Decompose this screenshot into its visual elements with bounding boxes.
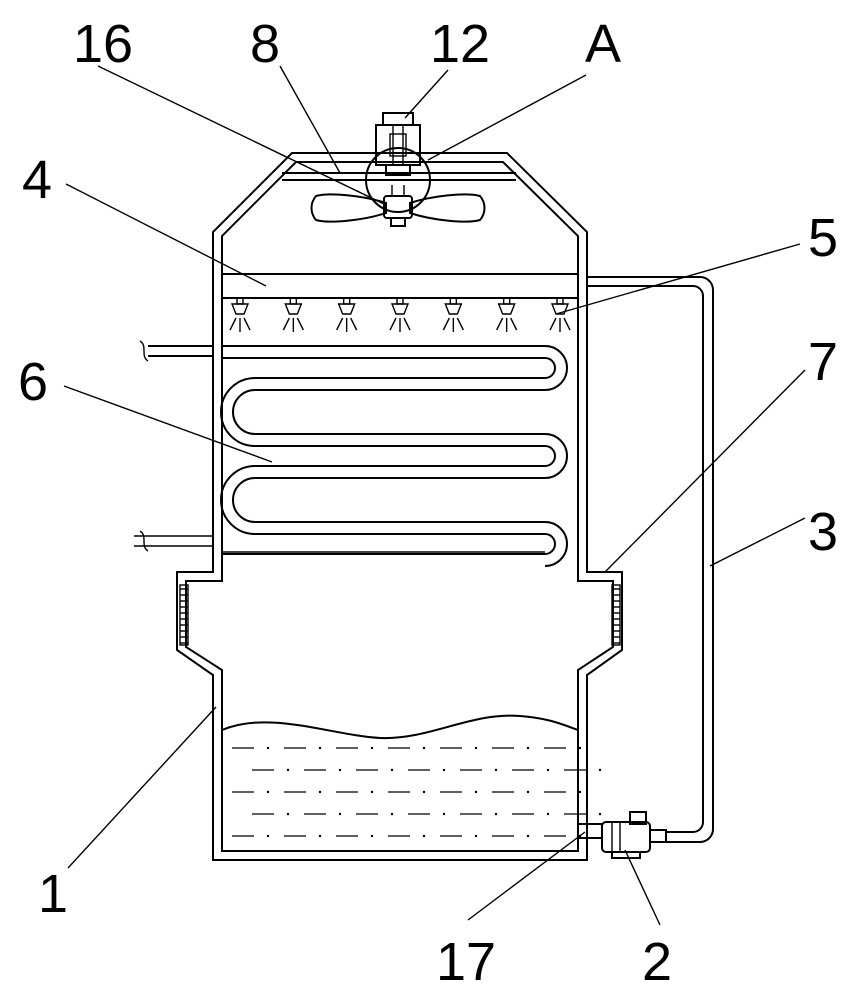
label-7: 7 bbox=[808, 332, 838, 392]
spray-nozzle bbox=[229, 297, 251, 332]
spray-nozzle bbox=[549, 297, 571, 332]
label-2: 2 bbox=[642, 932, 672, 992]
right-vent bbox=[611, 584, 621, 646]
label-3: 3 bbox=[808, 502, 838, 562]
label-8: 8 bbox=[250, 14, 280, 74]
leader-lines bbox=[63, 65, 806, 926]
spray-nozzle bbox=[282, 297, 304, 332]
label-17: 17 bbox=[436, 932, 496, 992]
motor bbox=[375, 112, 421, 176]
label-4: 4 bbox=[22, 150, 52, 210]
label-12: 12 bbox=[430, 14, 490, 74]
labels: 16 8 12 A 4 5 6 7 3 1 17 2 bbox=[18, 14, 838, 992]
outlet-pipe bbox=[577, 823, 603, 839]
spray-nozzle bbox=[336, 297, 358, 332]
label-5: 5 bbox=[808, 208, 838, 268]
spray-nozzles bbox=[229, 297, 571, 332]
pump bbox=[601, 811, 667, 859]
cooling-coil bbox=[134, 340, 568, 567]
left-vent bbox=[179, 584, 189, 646]
spray-header bbox=[222, 273, 578, 299]
detail-circle-a bbox=[365, 147, 431, 213]
label-1: 1 bbox=[38, 864, 68, 924]
return-pipe bbox=[587, 276, 714, 843]
label-a: A bbox=[585, 14, 621, 74]
label-6: 6 bbox=[18, 352, 48, 412]
spray-nozzle bbox=[496, 297, 518, 332]
fan bbox=[310, 185, 486, 227]
spray-nozzle bbox=[442, 297, 464, 332]
spray-nozzle bbox=[389, 297, 411, 332]
tower-shell bbox=[176, 152, 623, 861]
liquid-pool bbox=[221, 714, 602, 838]
label-16: 16 bbox=[73, 14, 133, 74]
